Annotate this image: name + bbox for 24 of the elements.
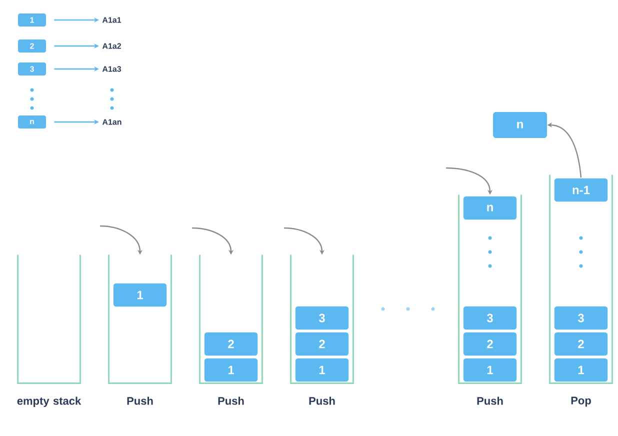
stack-element: 1 bbox=[112, 282, 168, 308]
item-label: A1a1 bbox=[102, 17, 122, 23]
item-box: 1 bbox=[18, 14, 46, 26]
stack-element: 2 bbox=[554, 332, 608, 356]
stack-element: 3 bbox=[462, 306, 518, 330]
item-box: 3 bbox=[18, 62, 46, 76]
item-label: A1an bbox=[102, 119, 122, 125]
stack-element: 1 bbox=[294, 358, 350, 382]
stack-element: 2 bbox=[204, 332, 258, 356]
stack-element: n-1 bbox=[554, 178, 608, 202]
stack-element: 3 bbox=[294, 306, 350, 330]
stack-element: n bbox=[462, 196, 518, 220]
stack-element: 2 bbox=[462, 332, 518, 356]
item-box: 2 bbox=[18, 40, 46, 52]
stack-element: 1 bbox=[204, 358, 258, 382]
item-label: A1a2 bbox=[102, 43, 121, 49]
stack-element: 1 bbox=[462, 358, 518, 382]
stack-element: 1 bbox=[554, 358, 608, 382]
stack-element: 2 bbox=[294, 332, 350, 356]
stack-container: empty stack bbox=[17, 254, 82, 407]
item-label: A1a3 bbox=[102, 66, 122, 72]
stack-element: 3 bbox=[554, 306, 608, 330]
stack-element: n bbox=[493, 112, 547, 138]
item-box: n bbox=[18, 116, 46, 128]
